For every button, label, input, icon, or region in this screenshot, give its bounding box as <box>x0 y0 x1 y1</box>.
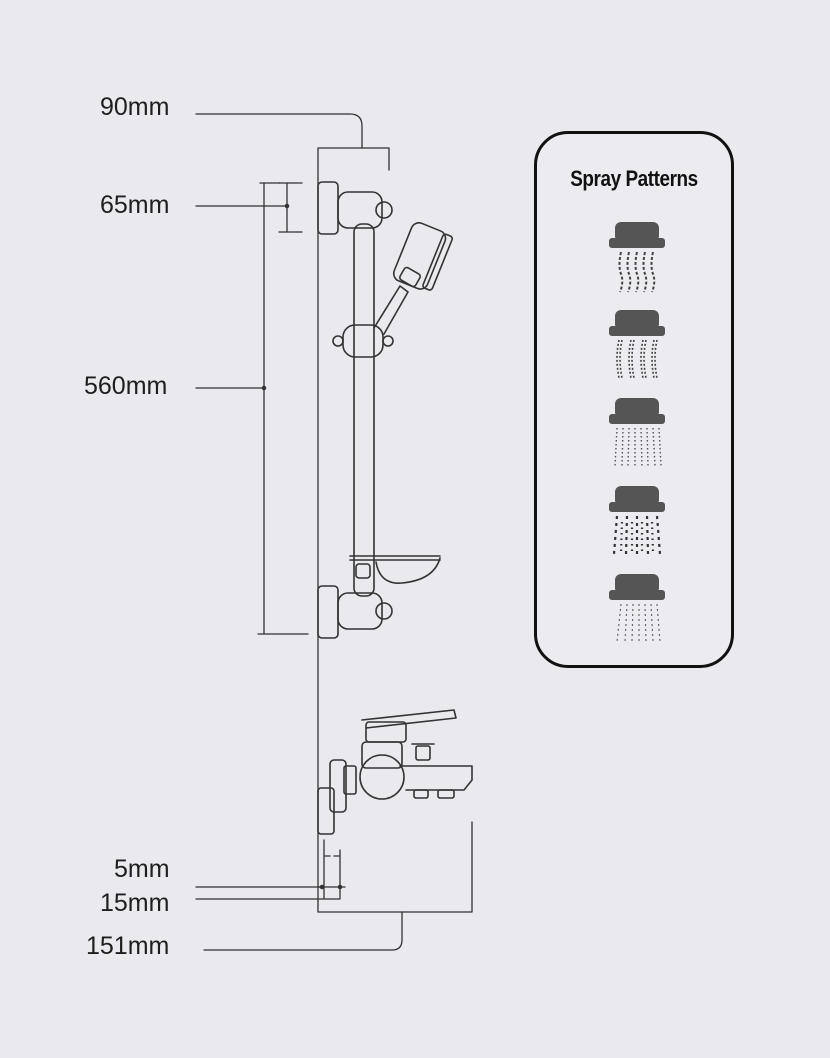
dim-560mm-marker <box>257 182 309 635</box>
slider-holder <box>332 266 421 358</box>
width-bracket <box>317 147 390 171</box>
spray-pattern-3-icon <box>609 398 665 467</box>
spray-pattern-4-icon <box>609 486 665 555</box>
soap-dish <box>349 555 441 584</box>
spray-patterns-title: Spray Patterns <box>570 166 698 191</box>
dim-label-560mm: 560mm <box>84 372 168 400</box>
spray-patterns-panel: Spray Patterns <box>534 131 734 668</box>
dim-label-151mm: 151mm <box>86 932 170 960</box>
spray-pattern-2-icon <box>609 310 665 379</box>
spray-pattern-1-icon <box>609 222 665 293</box>
dim-small-gaps <box>317 839 346 899</box>
upper-wall-bracket <box>317 181 393 235</box>
dim-65mm-marker <box>278 182 303 233</box>
slide-rail <box>353 223 375 597</box>
spray-pattern-5-icon <box>609 574 665 643</box>
dim-label-65mm: 65mm <box>100 191 170 219</box>
wall-line <box>317 161 473 913</box>
bath-mixer <box>317 709 473 835</box>
hand-shower-head <box>392 222 454 291</box>
dim-label-15mm: 15mm <box>100 889 170 917</box>
lower-wall-bracket <box>317 585 393 639</box>
dim-label-5mm: 5mm <box>114 855 170 883</box>
leader-lines <box>195 113 403 951</box>
dim-label-90mm: 90mm <box>100 93 170 121</box>
